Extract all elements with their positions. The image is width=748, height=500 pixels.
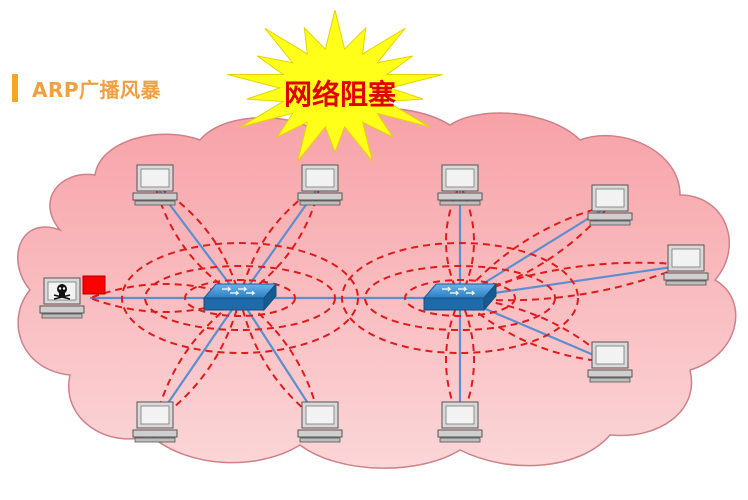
switches	[202, 282, 498, 312]
title-accent-bar	[12, 74, 18, 102]
computer-icon	[587, 341, 633, 383]
computer-icon	[437, 401, 483, 443]
switch-icon	[422, 282, 498, 312]
broadcast-ellipse	[144, 265, 336, 331]
computer-icon	[132, 401, 178, 443]
skull-computer-icon	[39, 277, 85, 319]
switch-icon	[202, 282, 278, 312]
computer-icon	[297, 164, 343, 206]
computer-icon	[587, 184, 633, 226]
title-text: ARP广播风暴	[32, 77, 162, 102]
broadcast-ellipse	[184, 279, 296, 317]
broadcast-path	[154, 184, 241, 299]
computer-icon	[132, 164, 178, 206]
broadcast-ellipse	[364, 265, 556, 331]
computer-icon	[297, 401, 343, 443]
broadcast-path	[459, 204, 611, 299]
burst-shape	[227, 9, 443, 162]
broadcast-ellipse	[121, 242, 359, 354]
broadcast-ellipse	[404, 279, 516, 317]
computer-link	[154, 297, 241, 423]
computers	[39, 164, 709, 443]
congestion-burst: 网络阻塞	[227, 9, 443, 162]
computer-link	[239, 297, 321, 423]
broadcast-path	[459, 297, 611, 363]
network-cloud	[17, 107, 737, 469]
burst-label: 网络阻塞	[284, 78, 396, 111]
broadcast-ellipse	[341, 242, 579, 354]
computer-icon	[437, 164, 483, 206]
attacker-flag	[82, 275, 106, 295]
slide-title: ARP广播风暴	[12, 73, 161, 103]
computer-icon	[663, 244, 709, 286]
